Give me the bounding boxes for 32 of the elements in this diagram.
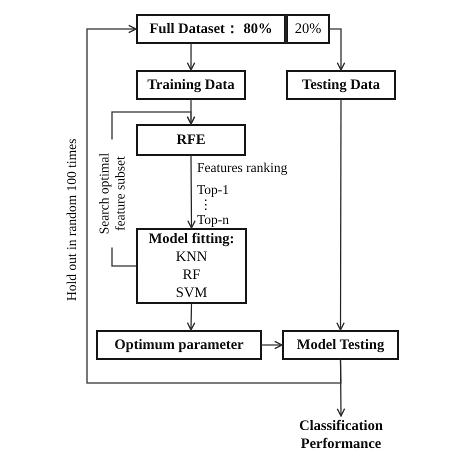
- process-box: [282, 330, 399, 360]
- box-label: RFE: [176, 130, 206, 150]
- annotation-text: Features ranking: [197, 161, 288, 176]
- box-label: Testing Data: [302, 76, 380, 94]
- arrow: [262, 340, 283, 350]
- arrow: [330, 28, 346, 71]
- arrow: [186, 44, 196, 71]
- box-label: Model Testing: [296, 336, 384, 354]
- process-box: [286, 70, 396, 100]
- box-label: 20%: [294, 20, 322, 38]
- list-item: SVM: [176, 284, 208, 302]
- annotation-text: Top-n: [197, 213, 230, 228]
- edge-label: Search optimal feature subset: [96, 140, 128, 248]
- output-text: Classification Performance: [298, 416, 384, 454]
- list-item: KNN: [176, 248, 208, 266]
- list-item: RF: [182, 266, 200, 284]
- process-box: [136, 70, 246, 100]
- process-box: [136, 228, 247, 304]
- arrow: [187, 156, 196, 229]
- annotation-text: ⋮: [199, 198, 213, 213]
- box-label: Training Data: [147, 76, 235, 94]
- arrow: [186, 304, 196, 331]
- process-box: [286, 14, 330, 44]
- arrow: [86, 24, 342, 384]
- process-box: [96, 330, 262, 360]
- process-box: [136, 14, 286, 44]
- box-label: Full Dataset： 80%: [150, 20, 272, 38]
- box-label: Optimum parameter: [114, 336, 244, 354]
- annotation-text: Top-1: [197, 183, 230, 198]
- arrow: [336, 100, 345, 331]
- box-label: Model fitting:: [148, 230, 234, 248]
- process-box: [136, 124, 246, 156]
